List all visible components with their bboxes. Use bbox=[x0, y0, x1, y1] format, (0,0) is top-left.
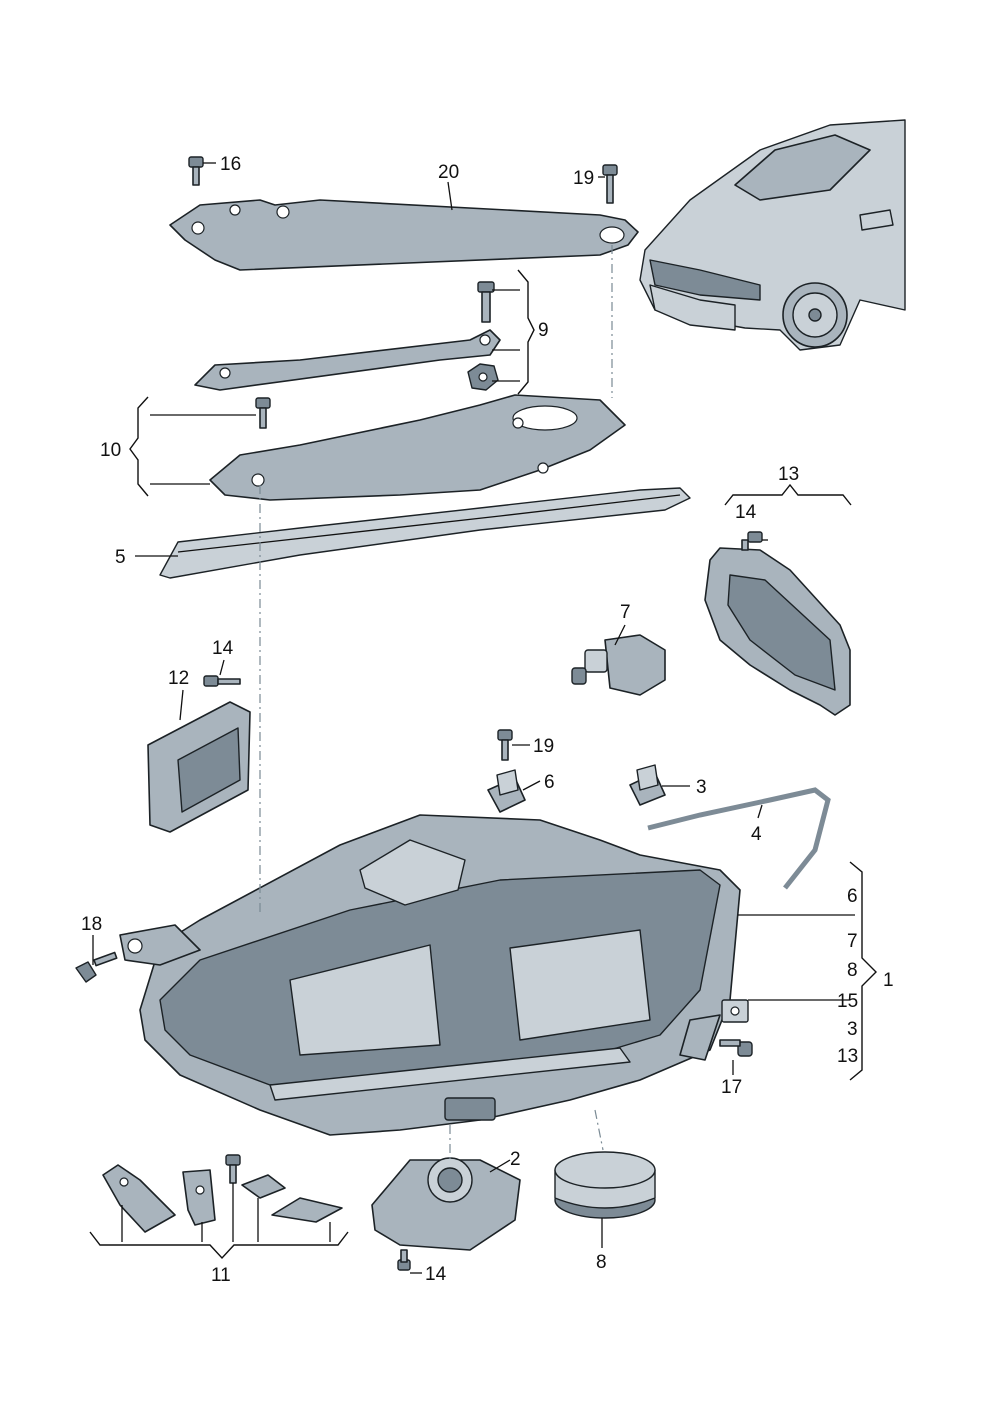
screw-16 bbox=[188, 156, 204, 186]
part-12-control-unit bbox=[147, 675, 251, 833]
alignment-lines bbox=[259, 245, 613, 1160]
headlamp-assembly bbox=[119, 814, 741, 1136]
callout-13-top: 13 bbox=[778, 464, 799, 485]
callout-12: 12 bbox=[168, 668, 189, 689]
callout-3-cap: 3 bbox=[696, 777, 707, 798]
part-2-ballast bbox=[371, 1157, 521, 1271]
callout-14-ballast: 14 bbox=[425, 1264, 447, 1285]
callout-7-list: 7 bbox=[847, 931, 858, 952]
callout-17: 17 bbox=[721, 1077, 742, 1098]
callout-4: 4 bbox=[751, 824, 762, 845]
callout-13-list: 13 bbox=[837, 1046, 858, 1067]
brace-9 bbox=[517, 269, 535, 395]
callout-3-list: 3 bbox=[847, 1019, 858, 1040]
part-11-brackets bbox=[102, 1154, 343, 1233]
screw-18 bbox=[75, 951, 118, 983]
part-10-cover bbox=[209, 394, 626, 501]
part-13-housing bbox=[704, 531, 851, 716]
callout-11: 11 bbox=[211, 1265, 231, 1286]
callout-14-housing: 14 bbox=[735, 502, 757, 523]
callout-5: 5 bbox=[115, 547, 126, 568]
part-4-seal bbox=[647, 787, 831, 890]
callout-2: 2 bbox=[510, 1149, 521, 1170]
callout-7-bulb: 7 bbox=[620, 602, 631, 623]
callout-6-cap: 6 bbox=[544, 772, 555, 793]
leader-lines bbox=[92, 162, 855, 1274]
callout-16: 16 bbox=[220, 154, 241, 175]
part-20-bracket bbox=[169, 199, 639, 271]
part-15-clip bbox=[721, 999, 749, 1023]
group-braces bbox=[89, 269, 877, 1260]
callout-20: 20 bbox=[438, 162, 459, 183]
callout-19-mid: 19 bbox=[533, 736, 554, 757]
part-8-cover-cap bbox=[554, 1151, 656, 1219]
callout-labels: 16 20 19 9 10 5 13 14 7 14 12 19 6 3 4 6… bbox=[81, 154, 894, 1286]
callout-1: 1 bbox=[883, 970, 894, 991]
callout-9: 9 bbox=[538, 320, 549, 341]
brace-10 bbox=[129, 396, 149, 497]
screw-17 bbox=[719, 1039, 753, 1057]
part-3-cap bbox=[629, 764, 666, 806]
brace-13 bbox=[724, 483, 852, 506]
part-7-bulb bbox=[571, 634, 666, 696]
callout-18: 18 bbox=[81, 914, 102, 935]
brace-11 bbox=[89, 1231, 349, 1260]
brace-1 bbox=[849, 861, 877, 1081]
callout-8-list: 8 bbox=[847, 960, 858, 981]
callout-19-top: 19 bbox=[573, 168, 594, 189]
part-6-cap bbox=[487, 729, 526, 813]
callout-15: 15 bbox=[837, 991, 858, 1012]
callout-14-control: 14 bbox=[212, 638, 234, 659]
callout-8-cap: 8 bbox=[596, 1252, 607, 1273]
part-9-strip bbox=[194, 281, 501, 391]
part-5-trim-strip bbox=[159, 487, 691, 579]
callout-6-list: 6 bbox=[847, 886, 858, 907]
vehicle-illustration bbox=[639, 119, 906, 351]
callout-10: 10 bbox=[100, 440, 121, 461]
screw-19-top bbox=[602, 164, 618, 204]
